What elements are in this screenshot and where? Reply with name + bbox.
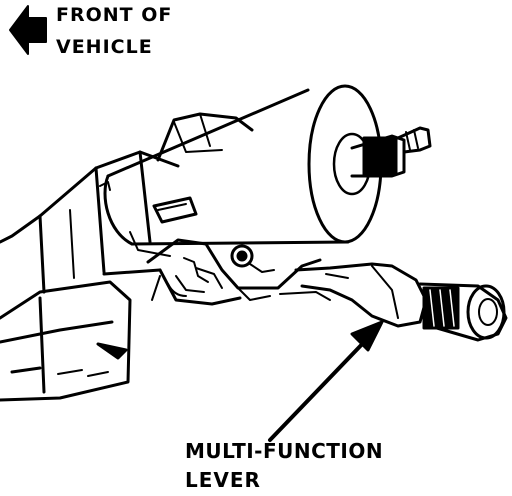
front-of-vehicle-label-line2: VEHICLE [56, 36, 153, 58]
callout-arrow-icon [268, 320, 384, 442]
rear-housing [0, 280, 132, 402]
lock-housing [152, 112, 254, 224]
switch-mechanism [146, 238, 331, 306]
multi-function-lever [294, 262, 508, 342]
steering-shaft [350, 126, 432, 178]
main-cylinder [103, 84, 383, 257]
middle-housing [0, 150, 180, 294]
multi-function-lever-label-line2: LEVER [185, 468, 261, 492]
front-of-vehicle-label-line1: FRONT OF [56, 4, 173, 26]
multi-function-lever-label-line1: MULTI-FUNCTION [185, 439, 384, 463]
front-arrow-icon [9, 5, 47, 55]
